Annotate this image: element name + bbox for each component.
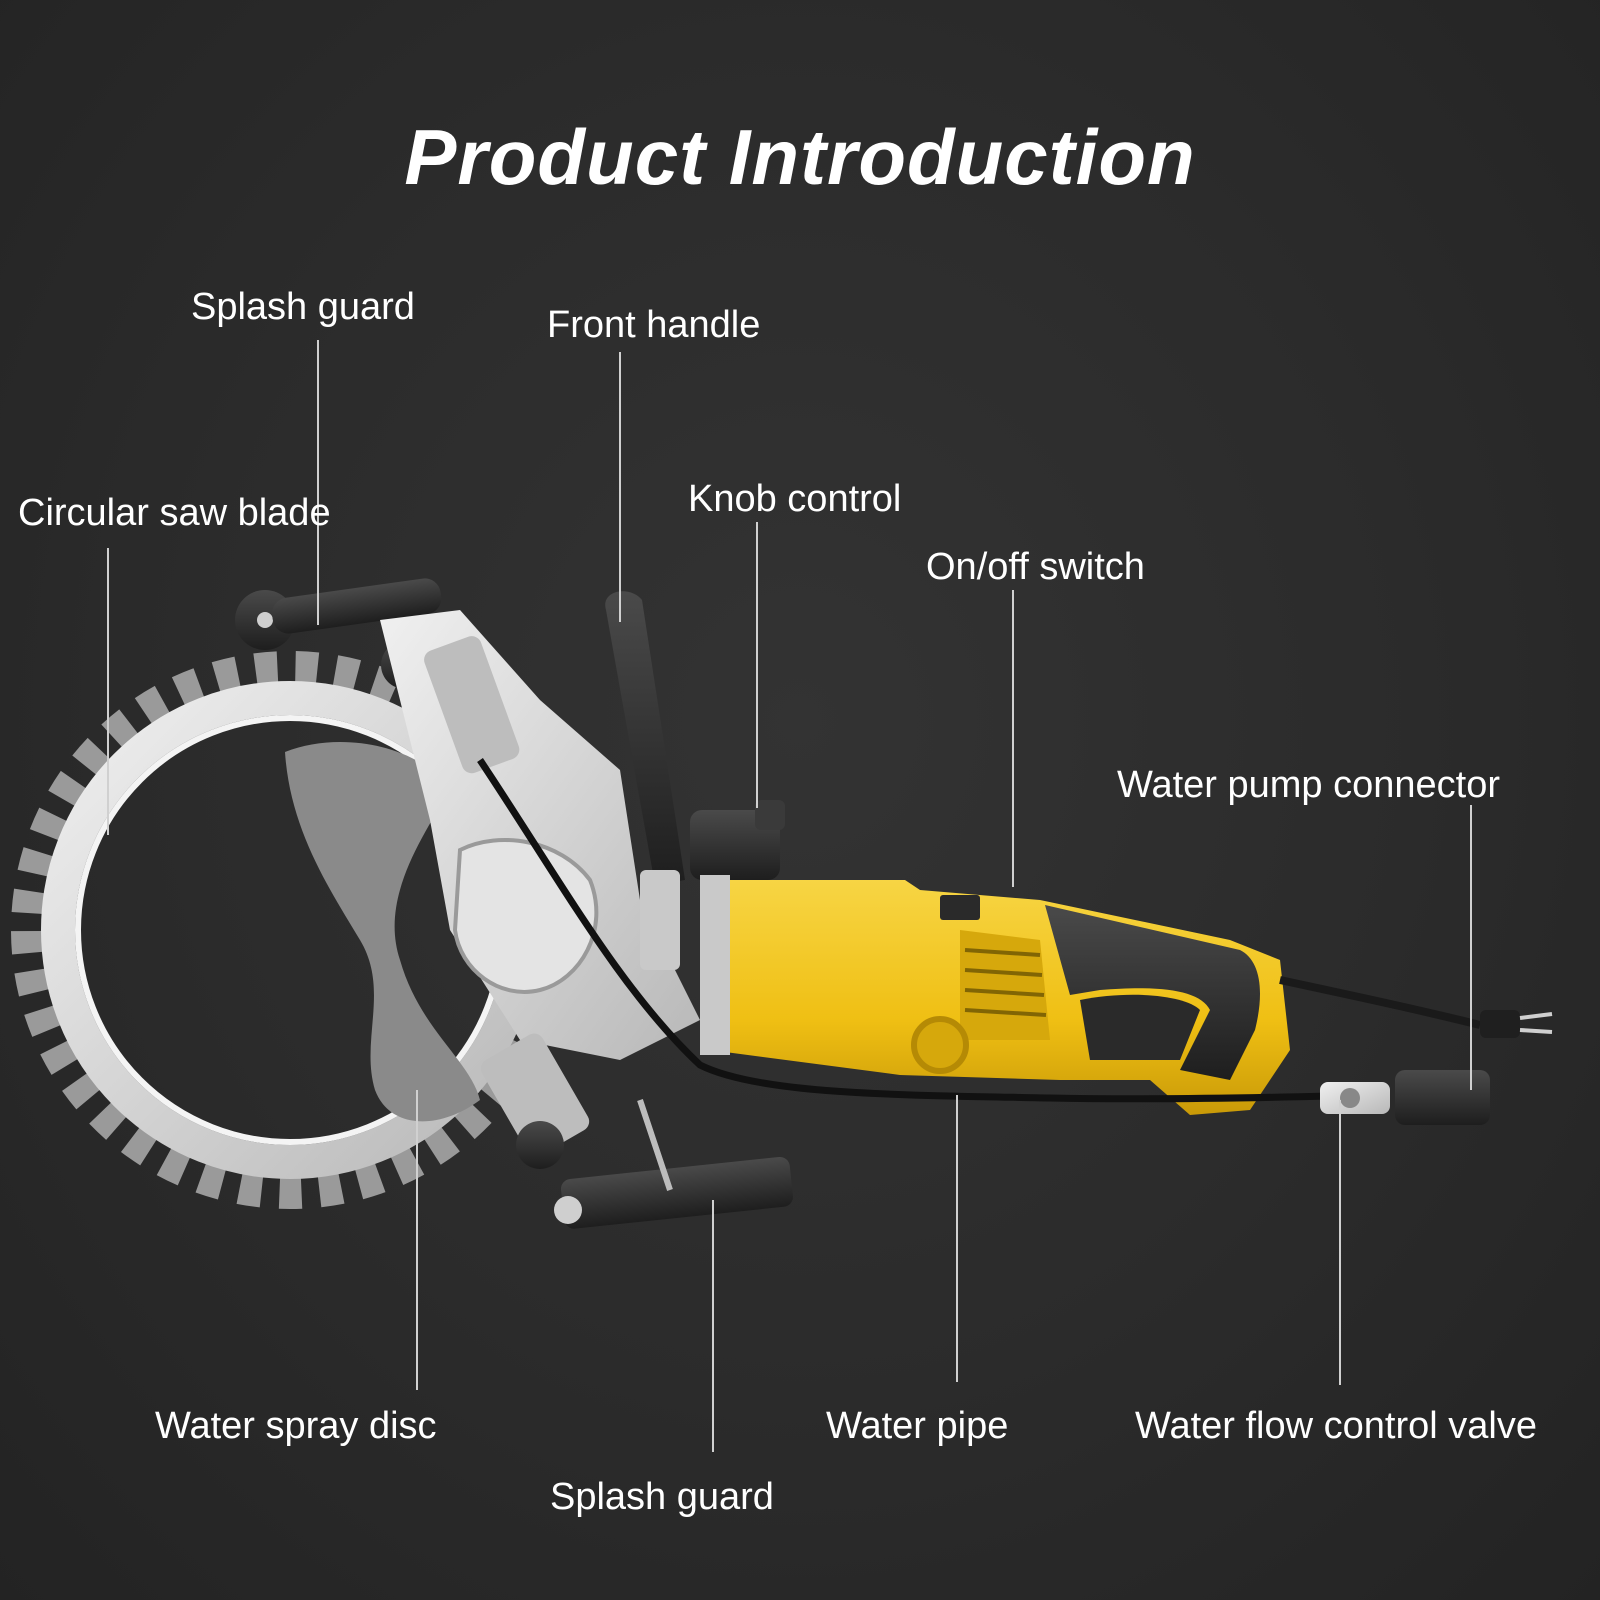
power-cord-shape [1279, 976, 1553, 1038]
label-water-pump-connector: Water pump connector [1117, 764, 1500, 806]
front-handle-shape [605, 591, 685, 970]
motor-body-shape [700, 875, 1290, 1115]
label-circular-saw-blade: Circular saw blade [18, 492, 331, 534]
water-spray-disc-shape [285, 741, 480, 1122]
water-valve-shape [1320, 1082, 1390, 1114]
label-water-spray-disc: Water spray disc [155, 1405, 437, 1447]
pump-connector-shape [1395, 1070, 1490, 1125]
label-on-off-switch: On/off switch [926, 546, 1145, 588]
label-splash-guard-bottom: Splash guard [550, 1476, 774, 1518]
knob-control-shape [690, 800, 785, 880]
leader-lines [107, 340, 1472, 1452]
label-front-handle: Front handle [547, 304, 761, 346]
label-knob-control: Knob control [688, 478, 902, 520]
water-pipe-shape [477, 758, 1331, 1103]
label-splash-guard-top: Splash guard [191, 286, 415, 328]
label-water-flow-control-valve: Water flow control valve [1135, 1405, 1537, 1447]
blade-housing-shape [380, 610, 700, 1169]
page-title: Product Introduction [404, 113, 1196, 201]
lower-splash-guard-shape [554, 1099, 793, 1229]
label-water-pipe: Water pipe [826, 1405, 1009, 1447]
